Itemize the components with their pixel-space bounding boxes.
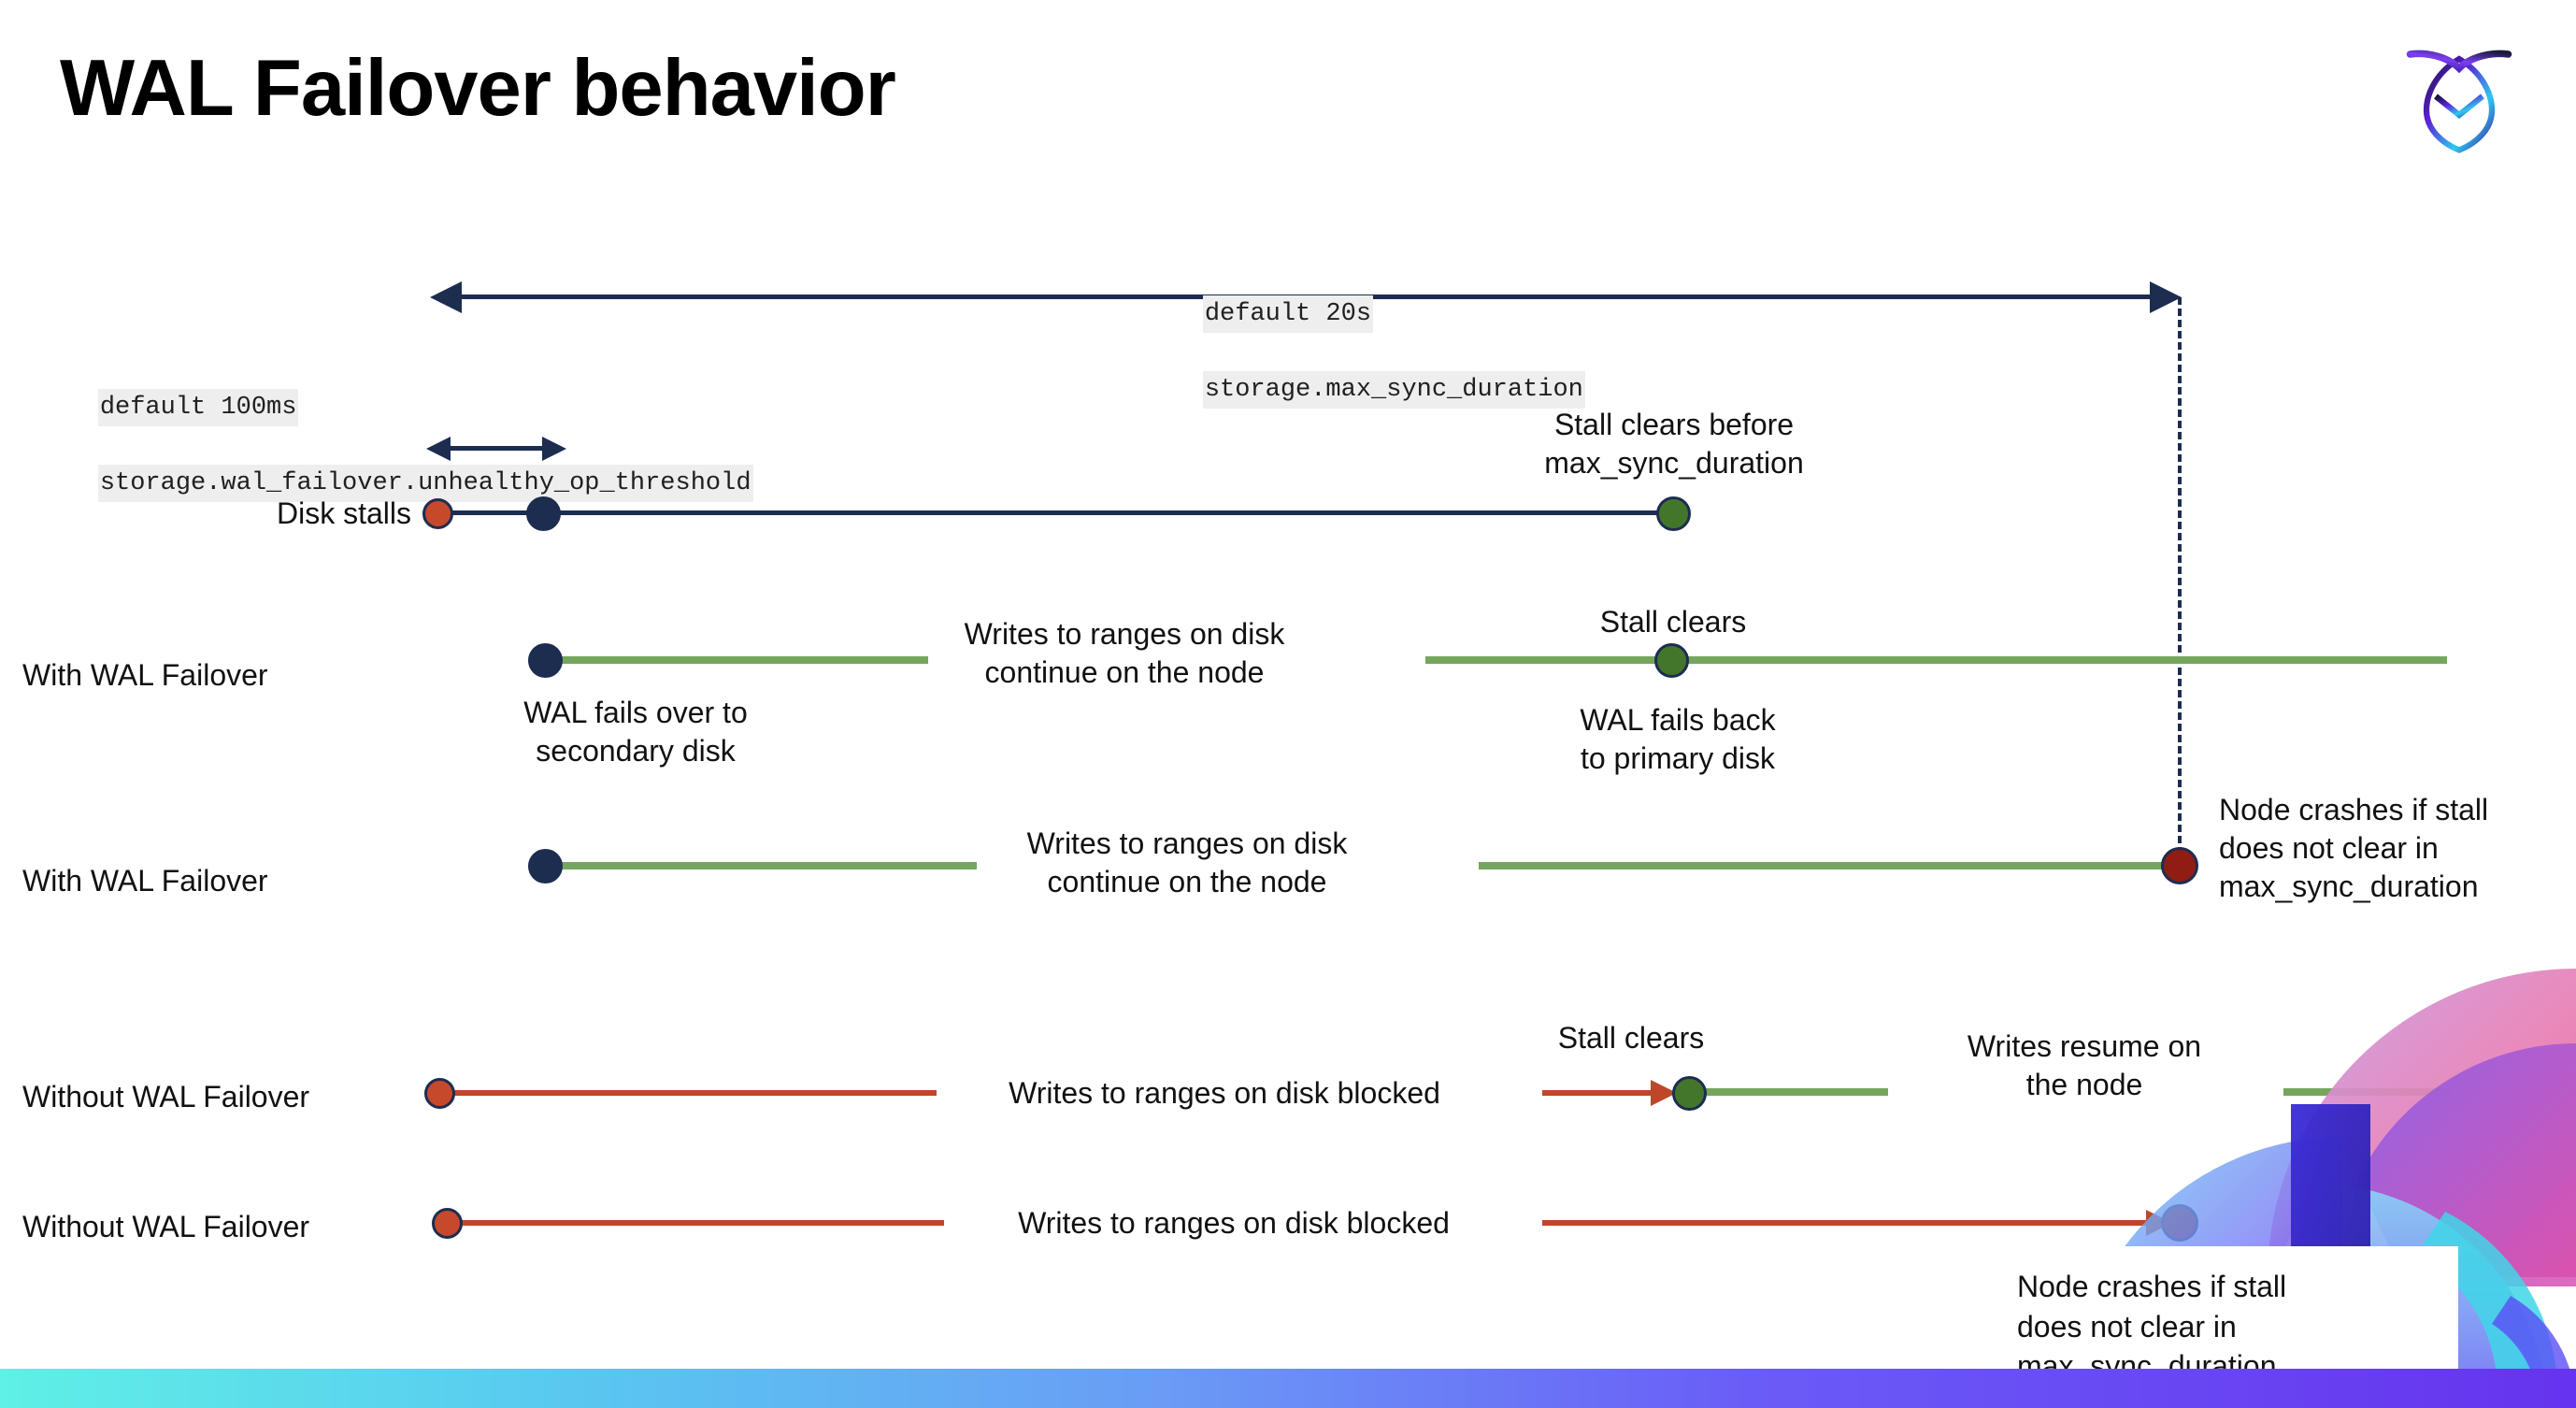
annotation-stall-clears-1: Stall clears xyxy=(1599,605,1747,639)
annotation-node-crashes-1: Node crashes if stall does not clear in … xyxy=(2219,793,2489,903)
annotation-writes-blocked-1: Writes to ranges on disk blocked xyxy=(1009,1076,1440,1110)
with-failover-segment-b xyxy=(1425,656,2447,664)
with-failover-segment-a xyxy=(547,656,928,664)
annotation-writes-resume: Writes resume on the node xyxy=(1967,1029,2202,1101)
max-sync-duration-arrow-left-head xyxy=(430,281,462,313)
failover-point-marker xyxy=(528,643,563,678)
stall-clear-marker xyxy=(1672,1076,1707,1111)
annotation-stall-clears-2: Stall clears xyxy=(1557,1021,1705,1055)
stall-clear-marker xyxy=(1654,643,1689,678)
unhealthy-op-threshold-default-label: default 100ms xyxy=(97,388,299,426)
node-crash-marker xyxy=(2161,847,2198,884)
stall-clear-marker xyxy=(1656,496,1691,531)
unhealthy-op-threshold-setting: default 100ms storage.wal_failover.unhea… xyxy=(37,351,753,540)
unhealthy-op-threshold-arrow-right-head xyxy=(542,437,566,461)
without-failover-resume-segment-a xyxy=(1701,1088,1888,1096)
annotation-writes-blocked-2: Writes to ranges on disk blocked xyxy=(1018,1206,1450,1240)
bottom-gradient-bar xyxy=(0,1369,2576,1408)
unhealthy-op-threshold-arrow-left-head xyxy=(426,437,451,461)
max-sync-duration-guide-line xyxy=(2178,297,2182,877)
without-failover-blocked-segment-b xyxy=(1542,1090,1659,1096)
with-failover-crash-segment-b xyxy=(1479,862,2170,869)
cockroachdb-logo-icon xyxy=(2389,26,2529,166)
max-sync-duration-default-label: default 20s xyxy=(1202,295,1374,333)
annotation-writes-continue-2: Writes to ranges on disk continue on the… xyxy=(1026,826,1348,898)
without-failover-crash-segment-b xyxy=(1542,1220,2154,1226)
annotation-writes-continue-1: Writes to ranges on disk continue on the… xyxy=(964,617,1285,689)
without-failover-blocked-segment-a xyxy=(451,1090,937,1096)
row-label-with-wal-failover-recovers: With WAL Failover xyxy=(22,658,268,692)
with-failover-crash-segment-a xyxy=(547,862,977,869)
annotation-stall-clears-before-max-sync: Stall clears before max_sync_duration xyxy=(1544,408,1804,480)
page-title: WAL Failover behavior xyxy=(60,44,896,133)
failover-point-marker xyxy=(528,849,563,884)
unhealthy-op-threshold-setting-label: storage.wal_failover.unhealthy_op_thresh… xyxy=(97,464,753,502)
stall-start-marker xyxy=(424,1078,455,1109)
unhealthy-op-threshold-arrow-shaft xyxy=(447,446,548,451)
annotation-wal-fails-back: WAL fails back to primary disk xyxy=(1580,703,1776,775)
stall-start-marker xyxy=(432,1208,463,1239)
without-failover-crash-segment-a xyxy=(458,1220,944,1226)
max-sync-duration-setting: default 20s storage.max_sync_duration xyxy=(1142,257,1585,447)
failover-point-marker xyxy=(526,496,561,531)
annotation-wal-fails-over: WAL fails over to secondary disk xyxy=(523,696,748,768)
stall-start-marker xyxy=(422,498,453,529)
row-label-with-wal-failover-crashes: With WAL Failover xyxy=(22,864,268,898)
disk-stalls-timeline xyxy=(436,510,1681,515)
row-label-without-wal-failover-crashes: Without WAL Failover xyxy=(22,1210,310,1243)
max-sync-duration-arrow-right-head xyxy=(2150,281,2182,313)
row-label-without-wal-failover-recovers: Without WAL Failover xyxy=(22,1080,310,1113)
node-crash-marker xyxy=(2161,1204,2198,1242)
without-failover-resume-segment-b xyxy=(2283,1088,2452,1096)
max-sync-duration-setting-label: storage.max_sync_duration xyxy=(1202,370,1585,409)
row-label-disk-stalls: Disk stalls xyxy=(276,496,411,530)
